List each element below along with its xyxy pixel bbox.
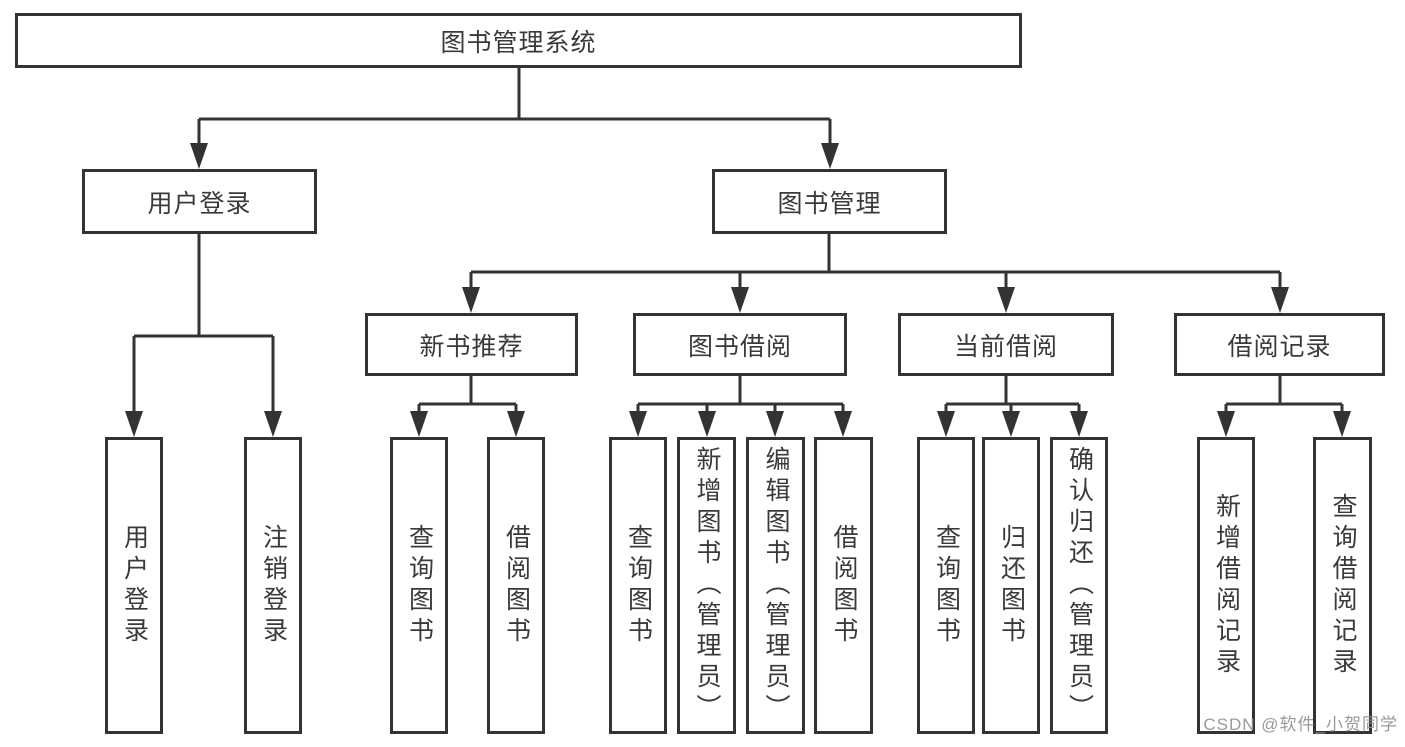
arrowhead [1217,411,1235,437]
arrowhead [1333,411,1351,437]
arrowhead [834,411,852,437]
node-root-system: 图书管理系统 [15,13,1022,68]
arrowhead [766,411,784,437]
leaf-add-books-admin: 新增图书（管理员） [677,437,736,734]
leaf-query-books-recommend: 查询图书 [390,437,448,734]
leaf-edit-books-admin: 编辑图书（管理员） [746,437,805,734]
arrowhead [125,411,143,437]
connector-login-to-leaves [125,234,282,437]
connector-currentborrow-to-leaves [937,376,1088,437]
leaf-query-books-borrow: 查询图书 [609,437,667,734]
arrowhead [264,411,282,437]
arrowhead [1271,287,1289,313]
arrowhead [1070,411,1088,437]
leaf-borrow-books-recommend: 借阅图书 [487,437,545,734]
leaf-query-books-current: 查询图书 [917,437,975,734]
leaf-borrow-books: 借阅图书 [814,437,873,734]
node-user-login: 用户登录 [82,169,317,234]
arrowhead [997,287,1015,313]
connector-bookmgmt-to-level3 [462,234,1289,313]
node-book-management: 图书管理 [712,169,947,234]
arrowhead [190,143,208,169]
connector-newbook-to-leaves [410,376,525,437]
connector-root-to-level2 [190,68,839,169]
node-book-borrow: 图书借阅 [633,313,847,376]
arrowhead [410,411,428,437]
node-new-book-recommend: 新书推荐 [365,313,578,376]
connector-bookborrow-to-leaves [629,376,852,437]
leaf-add-borrow-record: 新增借阅记录 [1197,437,1255,734]
leaf-logout: 注销登录 [244,437,302,734]
arrowhead [937,411,955,437]
arrowhead [629,411,647,437]
csdn-watermark: CSDN @软件_小贺同学 [1203,715,1398,734]
arrowhead [1002,411,1020,437]
node-borrow-records: 借阅记录 [1174,313,1385,376]
leaf-return-books: 归还图书 [982,437,1040,734]
leaf-confirm-return-admin: 确认归还（管理员） [1050,437,1108,734]
arrowhead [731,287,749,313]
arrowhead [507,411,525,437]
node-current-borrow: 当前借阅 [898,313,1114,376]
arrowhead [698,411,716,437]
leaf-user-login: 用户登录 [105,437,163,734]
connector-records-to-leaves [1217,376,1351,437]
leaf-query-borrow-record: 查询借阅记录 [1313,437,1372,734]
arrowhead [462,287,480,313]
arrowhead [821,143,839,169]
